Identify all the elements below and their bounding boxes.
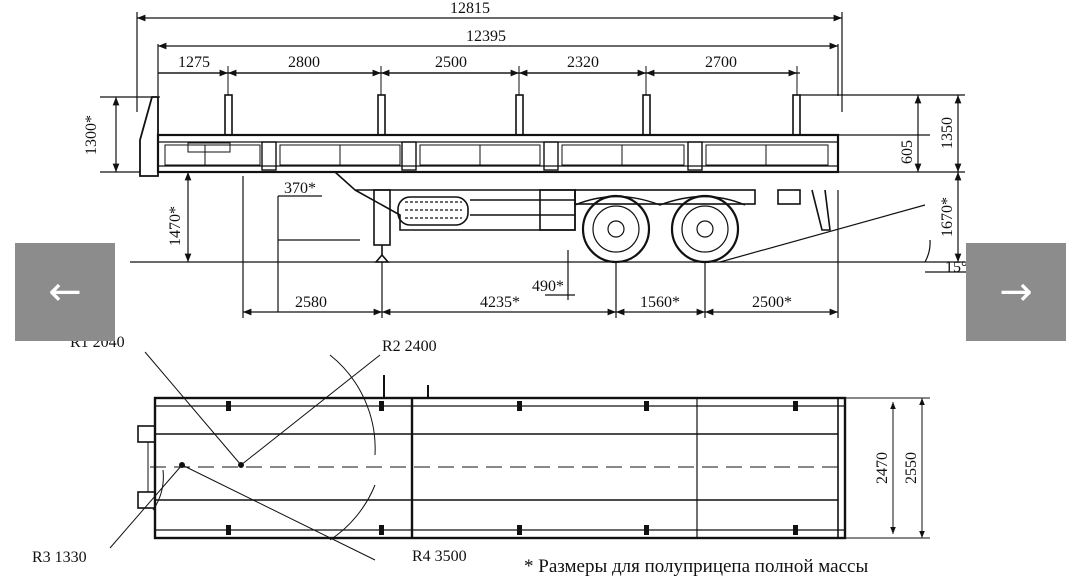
turning-arc-r2 <box>329 354 376 456</box>
label-stake-spacing-5: 2700 <box>705 54 737 71</box>
label-bottom-dim-4: 1560* <box>640 294 680 311</box>
label-bottom-dim-5: 2500* <box>752 294 792 311</box>
arrow-left-icon: ← <box>48 269 82 315</box>
stakes <box>224 66 801 136</box>
label-bottom-dim-2: 4235* <box>480 294 520 311</box>
label-inner-width: 2470 <box>874 452 891 484</box>
deck-frame <box>156 133 840 174</box>
landing-gear <box>373 189 391 263</box>
footnote: * Размеры для полуприцепа полной массы <box>524 556 868 577</box>
top-view-labels: R1 2040 R2 2400 R3 1330 R4 3500 2470 255… <box>32 334 920 577</box>
label-height-1350: 1350 <box>939 117 956 149</box>
next-image-button[interactable]: → <box>966 243 1066 341</box>
previous-image-button[interactable]: ← <box>15 243 115 341</box>
label-bottom-dim-3: 490* <box>532 278 564 295</box>
label-stake-spacing-2: 2800 <box>288 54 320 71</box>
label-radius-r3: R3 1330 <box>32 549 87 566</box>
label-stake-spacing-3: 2500 <box>435 54 467 71</box>
side-view-labels: 12815 12395 1275 2800 2500 2320 2700 130… <box>83 0 975 311</box>
label-stake-spacing-1: 1275 <box>178 54 210 71</box>
front-board <box>139 96 159 177</box>
label-stake-spacing-4: 2320 <box>567 54 599 71</box>
arrow-right-icon: → <box>999 269 1033 315</box>
top-deck-outline <box>153 396 847 540</box>
leader-r2 <box>240 354 381 466</box>
leader-r4 <box>181 464 376 561</box>
label-overall-length: 12815 <box>450 0 490 17</box>
label-height-605: 605 <box>899 140 916 164</box>
spare-wheel <box>397 196 469 226</box>
chassis <box>334 171 831 231</box>
label-radius-r2: R2 2400 <box>382 338 437 355</box>
label-deck-height-rear: 1670* <box>939 197 956 237</box>
label-front-board-height: 1300* <box>83 115 100 155</box>
label-deck-height-front: 1470* <box>167 206 184 246</box>
label-radius-r4: R4 3500 <box>412 548 467 565</box>
top-view <box>109 351 930 561</box>
leader-r1 <box>144 351 242 466</box>
label-king-pin-offset: 370* <box>284 180 316 197</box>
label-deck-length: 12395 <box>466 28 506 45</box>
rear-angle-line <box>719 204 926 263</box>
side-view <box>100 12 980 318</box>
side-panels <box>164 141 829 171</box>
label-outer-width: 2550 <box>903 452 920 484</box>
leader-r3 <box>109 464 183 549</box>
label-bottom-dim-1: 2580 <box>295 294 327 311</box>
wheels <box>574 194 746 264</box>
stake-pockets <box>226 401 798 535</box>
